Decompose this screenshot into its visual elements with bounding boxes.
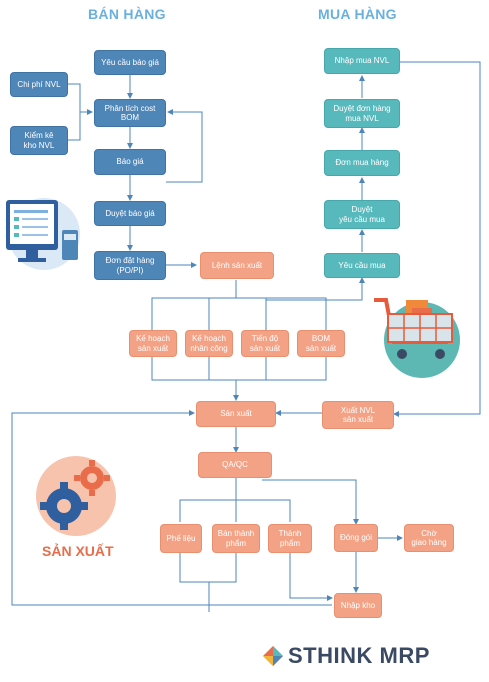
- request-quote-node[interactable]: Yêu cầu báo giá: [94, 50, 166, 75]
- awaiting-delivery-node[interactable]: Chờ giao hàng: [404, 524, 454, 552]
- packing-node[interactable]: Đóng gói: [334, 524, 378, 552]
- qaqc-node[interactable]: QA/QC: [198, 452, 272, 478]
- sales-order-node[interactable]: Đơn đặt hàng (PO/PI): [94, 251, 166, 280]
- scrap-node[interactable]: Phế liệu: [160, 524, 202, 553]
- quote-node[interactable]: Báo giá: [94, 149, 166, 175]
- semi-finished-node[interactable]: Bán thành phẩm: [212, 524, 260, 553]
- approve-purchase-request-node[interactable]: Duyệt yêu cầu mua: [324, 200, 400, 229]
- manufacturing-node[interactable]: Sản xuất: [196, 401, 276, 427]
- shopping-cart-icon: [374, 298, 460, 378]
- finished-goods-node[interactable]: Thành phẩm: [268, 524, 312, 553]
- purchasing-title: MUA HÀNG: [318, 6, 397, 22]
- sthink-logo-icon: [263, 646, 283, 666]
- bom-production-node[interactable]: BOM sản xuất: [297, 330, 345, 357]
- material-cost-node[interactable]: Chi phí NVL: [10, 72, 68, 97]
- production-order-node[interactable]: Lệnh sản xuất: [200, 252, 274, 279]
- brand: STHINK MRP: [262, 643, 430, 669]
- approve-quote-node[interactable]: Duyệt báo giá: [94, 201, 166, 226]
- manufacturing-illustration-label: SẢN XUẤT: [42, 543, 114, 559]
- production-plan-node[interactable]: Kế hoạch sản xuất: [129, 330, 177, 357]
- gears-icon: [36, 456, 116, 536]
- material-issue-node[interactable]: Xuất NVL sản xuất: [322, 401, 394, 429]
- inventory-check-node[interactable]: Kiểm kê kho NVL: [10, 126, 68, 155]
- material-import-node[interactable]: Nhập mua NVL: [324, 48, 400, 74]
- labor-plan-node[interactable]: Kế hoạch nhân công: [185, 330, 233, 357]
- progress-node[interactable]: Tiến độ sản xuất: [241, 330, 289, 357]
- purchase-request-node[interactable]: Yêu cầu mua: [324, 253, 400, 278]
- warehouse-in-node[interactable]: Nhập kho: [334, 593, 382, 618]
- monitor-checklist-icon: [6, 198, 80, 270]
- approve-purchase-order-node[interactable]: Duyệt đơn hàng mua NVL: [324, 99, 400, 128]
- purchase-order-node[interactable]: Đơn mua hàng: [324, 150, 400, 176]
- cost-analysis-node[interactable]: Phân tích cost BOM: [94, 99, 166, 127]
- sales-title: BÁN HÀNG: [88, 6, 166, 22]
- brand-name: STHINK MRP: [288, 643, 430, 668]
